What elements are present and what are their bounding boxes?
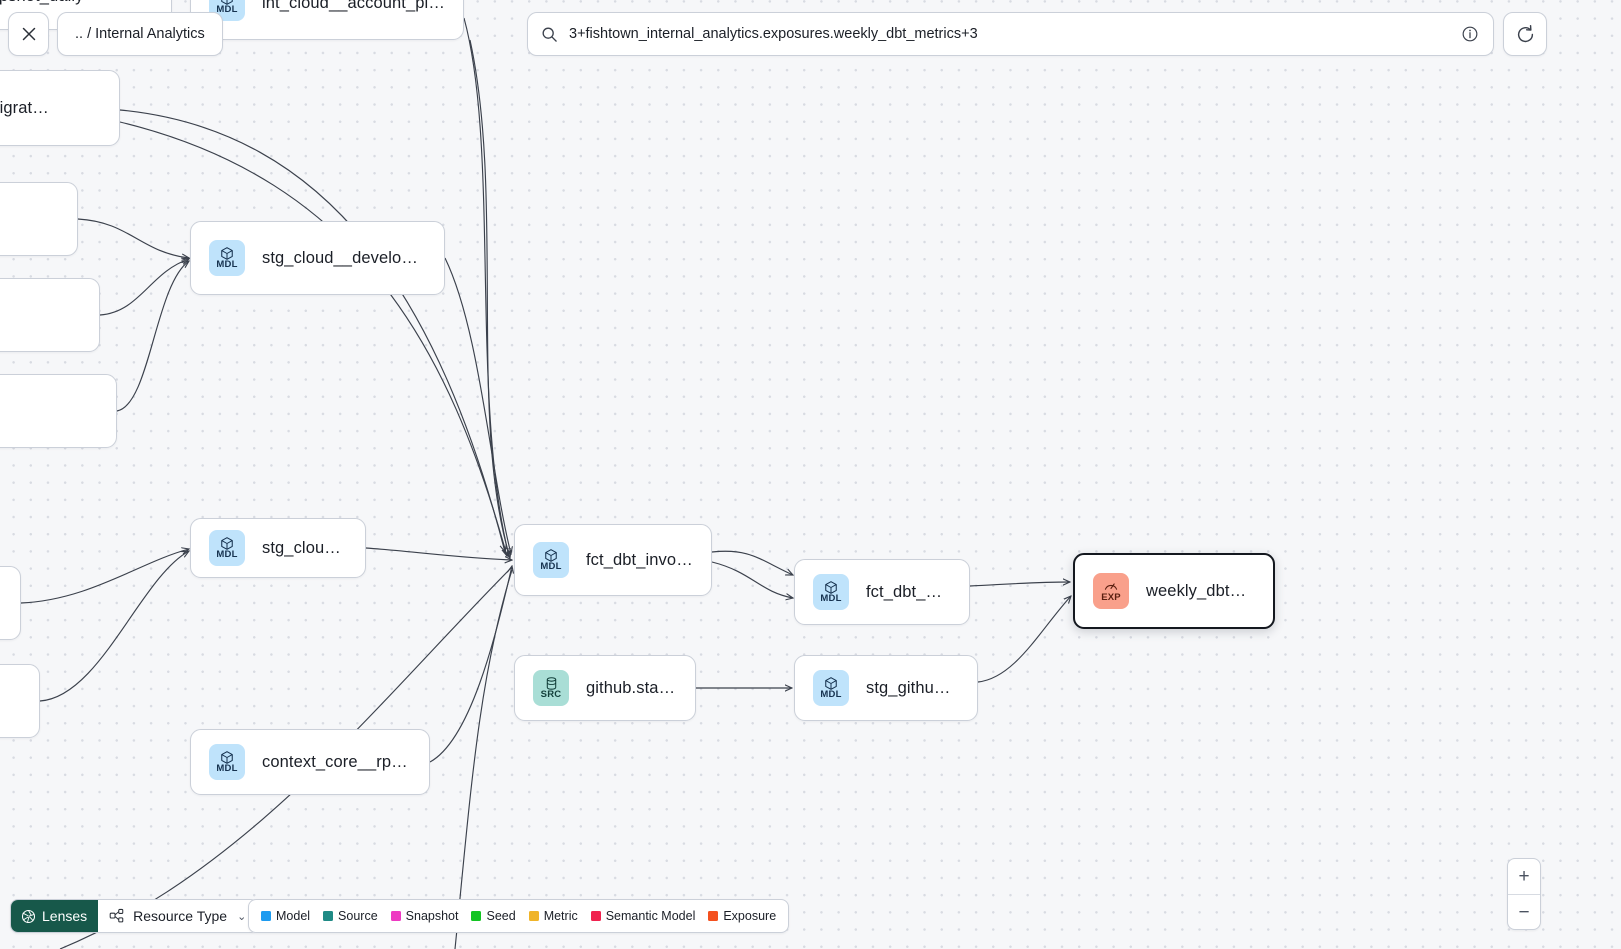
graph-node-develop_request[interactable]: _develop_request <box>0 374 117 448</box>
legend-item-source[interactable]: Source <box>323 909 378 923</box>
graph-node-op_request[interactable]: op_request <box>0 182 78 256</box>
node-label: fct_dbt_projects <box>866 582 951 601</box>
graph-node-weekly_dbt_metrics[interactable]: EXP weekly_dbt_metrics <box>1073 553 1275 629</box>
zoom-in-button[interactable]: + <box>1518 866 1530 887</box>
graph-node-github_stargazers[interactable]: SRC github.stargazers <box>514 655 696 721</box>
legend-label: Snapshot <box>405 909 459 923</box>
lineage-search-bar[interactable] <box>527 12 1494 56</box>
resource-badge-src: SRC <box>533 670 569 706</box>
legend-swatch <box>390 911 401 921</box>
graph-node-fct_dbt_projects[interactable]: MDL fct_dbt_projects <box>794 559 970 625</box>
legend-swatch <box>528 911 539 921</box>
legend-label: Semantic Model <box>605 909 696 923</box>
lenses-button[interactable]: Lenses <box>11 900 99 932</box>
legend-item-semantic-model[interactable]: Semantic Model <box>590 909 696 923</box>
legend-item-snapshot[interactable]: Snapshot <box>390 909 459 923</box>
legend-label: Metric <box>543 909 578 923</box>
legend-swatch <box>471 911 482 921</box>
refresh-button[interactable] <box>1503 12 1547 56</box>
graph-node-velop_request[interactable]: velop_request <box>0 278 100 352</box>
legend-label: Exposure <box>723 909 777 923</box>
info-icon[interactable] <box>1461 25 1479 43</box>
graph-node-left_run[interactable]: _run <box>0 664 40 738</box>
graph-node-context_core_rpc[interactable]: MDL context_core__rpc_request <box>190 729 430 795</box>
zoom-controls: + − <box>1507 858 1541 930</box>
legend-swatch <box>708 911 719 921</box>
node-label: stg_github__stars <box>866 678 959 697</box>
search-input[interactable] <box>569 26 1450 42</box>
resource-badge-mdl: MDL <box>209 744 245 780</box>
resource-type-legend: Model Source Snapshot Seed Metric Semantic Mo… <box>248 899 790 933</box>
node-label: int_cloud__account_plan_history <box>262 0 445 12</box>
chevron-down-icon: ⌄ <box>237 910 247 923</box>
resource-type-dropdown[interactable]: Resource Type ⌄ <box>98 900 258 932</box>
node-label: stg_cloud__runs <box>262 538 347 557</box>
node-label: context_core__rpc_request <box>262 752 411 771</box>
breadcrumb-label: .. / Internal Analytics <box>75 26 205 42</box>
lenses-toolbar: Lenses Resource Type ⌄ <box>10 899 259 933</box>
legend-swatch <box>323 911 334 921</box>
close-icon <box>22 27 35 41</box>
graph-node-fct_dbt_invocations[interactable]: MDL fct_dbt_invocations <box>514 524 712 596</box>
resource-badge-mdl: MDL <box>813 670 849 706</box>
legend-item-exposure[interactable]: Exposure <box>708 909 776 923</box>
lenses-label: Lenses <box>42 908 88 924</box>
node-label: multicell_migrat… <box>0 98 49 117</box>
close-lineage-button[interactable] <box>8 12 49 56</box>
graph-node-stg_cloud_runs[interactable]: MDL stg_cloud__runs <box>190 518 366 578</box>
graph-node-stg_github_stars[interactable]: MDL stg_github__stars <box>794 655 978 721</box>
legend-item-seed[interactable]: Seed <box>471 909 516 923</box>
graph-node-left_n[interactable]: n <box>0 566 21 640</box>
legend-swatch <box>590 911 601 921</box>
refresh-icon <box>1517 24 1533 42</box>
node-label: github.stargazers <box>586 678 677 697</box>
legend-label: Seed <box>486 909 516 923</box>
node-label: snapshot_daily <box>0 0 83 6</box>
legend-item-model[interactable]: Model <box>261 909 310 923</box>
legend-label: Model <box>276 909 311 923</box>
aperture-icon <box>21 909 36 923</box>
resource-badge-mdl: MDL <box>813 574 849 610</box>
node-label: stg_cloud__develop_requests <box>262 248 426 267</box>
resource-badge-exp: EXP <box>1093 573 1129 609</box>
breadcrumb[interactable]: .. / Internal Analytics <box>57 12 223 56</box>
nodes-icon <box>109 908 124 923</box>
resource-type-label: Resource Type <box>133 908 228 924</box>
node-label: weekly_dbt_metrics <box>1146 581 1255 600</box>
graph-node-multicell[interactable]: multicell_migrat… <box>0 70 120 146</box>
legend-swatch <box>261 911 271 921</box>
node-label: fct_dbt_invocations <box>586 550 693 569</box>
search-icon <box>542 27 557 42</box>
legend-label: Source <box>338 909 378 923</box>
graph-node-stg_develop_requests[interactable]: MDL stg_cloud__develop_requests <box>190 221 445 295</box>
resource-badge-mdl: MDL <box>209 240 245 276</box>
legend-item-metric[interactable]: Metric <box>528 909 578 923</box>
resource-badge-mdl: MDL <box>209 530 245 566</box>
zoom-out-button[interactable]: − <box>1508 894 1540 929</box>
resource-badge-mdl: MDL <box>533 542 569 578</box>
